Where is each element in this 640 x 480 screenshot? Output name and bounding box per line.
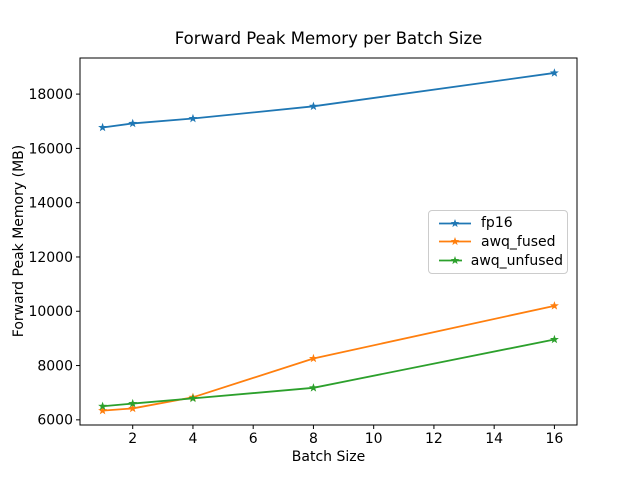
x-tick-label: 10: [365, 431, 383, 447]
series-marker-fp16: [188, 113, 198, 123]
legend: fp16 awq_fused awq_unfused: [428, 210, 568, 274]
legend-label-fp16: fp16: [481, 215, 513, 232]
plot-border: [79, 57, 578, 426]
legend-star-marker: [450, 256, 460, 265]
x-axis-label: Batch Size: [291, 449, 366, 465]
series-marker-awq_fused: [308, 353, 318, 363]
legend-label-awq-fused: awq_fused: [481, 233, 556, 250]
y-tick-label: 12000: [28, 250, 73, 266]
y-tick-label: 18000: [28, 87, 73, 103]
x-tick-label: 6: [249, 431, 258, 447]
series-line-awq_fused: [101, 304, 556, 412]
legend-star-marker: [450, 237, 460, 246]
legend-label-awq-unfused: awq_unfused: [470, 252, 563, 269]
y-tick-label: 6000: [37, 413, 73, 429]
chart-title: Forward Peak Memory per Batch Size: [174, 29, 483, 48]
series-line-awq_unfused: [101, 338, 556, 408]
x-tick-label: 8: [309, 431, 318, 447]
legend-entry-awq-unfused: awq_unfused: [438, 252, 563, 270]
series-marker-fp16: [98, 122, 108, 132]
series-marker-awq_unfused: [98, 401, 108, 411]
x-tick-label: 2: [128, 431, 137, 447]
x-tick-label: 14: [485, 431, 503, 447]
x-tick-label: 16: [545, 431, 563, 447]
series-marker-awq_unfused: [188, 393, 198, 403]
x-tick-label: 12: [425, 431, 443, 447]
legend-entry-fp16: fp16: [438, 214, 563, 232]
y-axis-label: Forward Peak Memory (MB): [11, 144, 27, 338]
legend-entry-awq-fused: awq_fused: [438, 233, 563, 251]
y-tick-label: 14000: [28, 196, 73, 212]
series-marker-awq_unfused: [549, 334, 559, 344]
legend-star-marker: [450, 218, 460, 227]
series-line-fp16: [101, 72, 556, 129]
series-marker-awq_fused: [98, 405, 108, 415]
y-tick-label: 16000: [28, 141, 73, 157]
x-tick-label: 4: [188, 431, 197, 447]
series-marker-fp16: [308, 101, 318, 111]
series-marker-awq_fused: [128, 403, 138, 413]
awq-unfused-line-star-swatch-icon: [439, 256, 462, 265]
series-marker-fp16: [549, 68, 559, 77]
series-marker-awq_fused: [549, 301, 559, 310]
fp16-line-star-swatch-icon: [439, 218, 471, 227]
awq-fused-line-star-swatch-icon: [439, 237, 471, 246]
y-tick-label: 8000: [37, 358, 73, 374]
series-marker-awq_unfused: [308, 383, 318, 392]
y-tick-label: 10000: [28, 304, 73, 320]
series-marker-awq_unfused: [128, 398, 138, 408]
series-marker-fp16: [128, 118, 138, 128]
